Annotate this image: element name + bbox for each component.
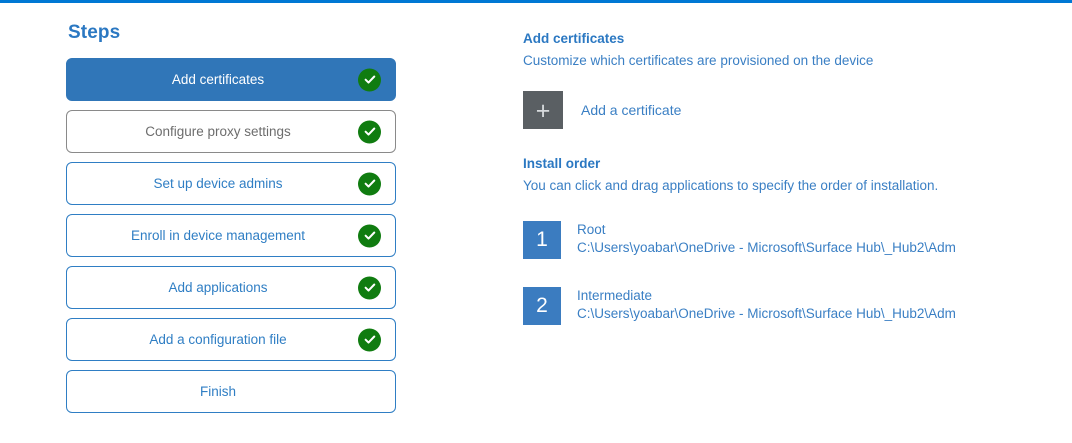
install-order-number: 1 [523, 221, 561, 260]
checkmark-icon [358, 172, 381, 195]
step-item-add-a-configuration-file[interactable]: Add a configuration file [66, 318, 396, 361]
step-label: Add certificates [171, 71, 265, 87]
checkmark-icon [358, 224, 381, 247]
step-label: Set up device admins [153, 175, 283, 191]
page-title: Steps [68, 22, 121, 43]
install-order-name: Intermediate [577, 288, 653, 304]
step-label: Add a configuration file [149, 331, 287, 347]
step-item-finish[interactable]: Finish [66, 370, 396, 413]
step-item-configure-proxy-settings[interactable]: Configure proxy settings [66, 110, 396, 153]
add-certificate-label[interactable]: Add a certificate [581, 102, 682, 119]
plus-icon: + [535, 96, 551, 125]
install-order-path: C:\Users\yoabar\OneDrive - Microsoft\Sur… [577, 240, 956, 256]
checkmark-icon [358, 120, 381, 143]
add-certificates-section: Add certificates Customize which certifi… [523, 31, 1043, 130]
install-order-number: 2 [523, 287, 561, 326]
step-label: Add applications [168, 279, 268, 295]
add-certificate-button[interactable]: + [523, 91, 563, 130]
install-order-section: Install order You can click and drag app… [523, 156, 1043, 326]
checkmark-icon [358, 68, 381, 91]
install-order-path: C:\Users\yoabar\OneDrive - Microsoft\Sur… [577, 306, 956, 322]
detail-panel: Add certificates Customize which certifi… [523, 31, 1043, 353]
checkmark-icon [358, 276, 381, 299]
install-order-subtitle: You can click and drag applications to s… [523, 178, 939, 194]
step-label: Enroll in device management [130, 227, 306, 243]
add-certificates-subtitle: Customize which certificates are provisi… [523, 53, 874, 68]
step-item-add-certificates[interactable]: Add certificates [66, 58, 396, 101]
step-label: Finish [199, 383, 236, 399]
step-item-add-applications[interactable]: Add applications [66, 266, 396, 309]
add-certificates-heading: Add certificates [523, 31, 625, 46]
top-accent-bar [0, 0, 1072, 3]
install-order-heading: Install order [523, 156, 601, 172]
install-order-name: Root [577, 222, 606, 238]
step-item-enroll-in-device-management[interactable]: Enroll in device management [66, 214, 396, 257]
checkmark-icon [358, 328, 381, 351]
add-certificate-row: + Add a certificate [523, 91, 1043, 130]
step-item-set-up-device-admins[interactable]: Set up device admins [66, 162, 396, 205]
step-label: Configure proxy settings [145, 123, 291, 139]
